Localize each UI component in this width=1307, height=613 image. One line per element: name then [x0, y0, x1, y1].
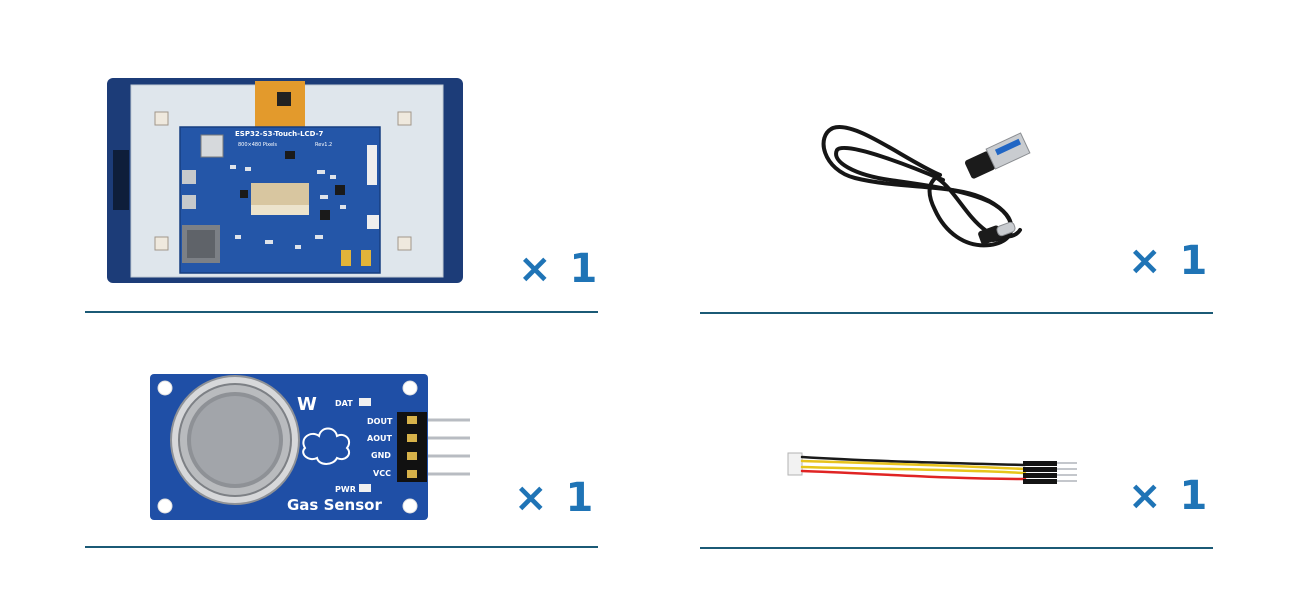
item-gas-sensor: W DAT DOUT AOUT GND VCC PWR Gas Sensor [145, 372, 505, 522]
gas-label-aout: AOUT [367, 434, 392, 443]
usb-cable-quantity: × 1 [1128, 238, 1210, 284]
item-lcd-display: ESP32-S3-Touch-LCD-7 800×480 Pixels Rev1… [105, 75, 465, 285]
gas-sensor-title: Gas Sensor [287, 496, 382, 514]
gas-label-dat: DAT [335, 399, 353, 408]
item-usb-cable [815, 100, 1055, 260]
lcd-board-resolution: 800×480 Pixels [238, 142, 277, 148]
gas-sensor-image: W DAT DOUT AOUT GND VCC PWR Gas Sensor [150, 374, 470, 520]
item-jumper-wire [785, 445, 1085, 495]
divider-usb-cable [700, 312, 1213, 314]
gas-label-gnd: GND [371, 451, 391, 460]
lcd-quantity: × 1 [518, 246, 600, 292]
gas-label-vcc: VCC [373, 469, 391, 478]
divider-gas-sensor [85, 546, 598, 548]
gas-sensor-quantity: × 1 [514, 475, 596, 521]
lcd-display-image: ESP32-S3-Touch-LCD-7 800×480 Pixels Rev1… [107, 78, 463, 283]
gas-label-pwr: PWR [335, 485, 356, 494]
brand-logo-mark: W [297, 394, 317, 415]
lcd-board-title: ESP32-S3-Touch-LCD-7 [235, 130, 324, 138]
jumper-wire-quantity: × 1 [1128, 473, 1210, 519]
divider-jumper-wire [700, 547, 1213, 549]
gas-label-dout: DOUT [367, 417, 393, 426]
jumper-wire-image [787, 452, 1077, 484]
usb-cable-image [821, 124, 1031, 248]
lcd-board-revision: Rev1.2 [315, 142, 332, 148]
divider-lcd [85, 311, 598, 313]
